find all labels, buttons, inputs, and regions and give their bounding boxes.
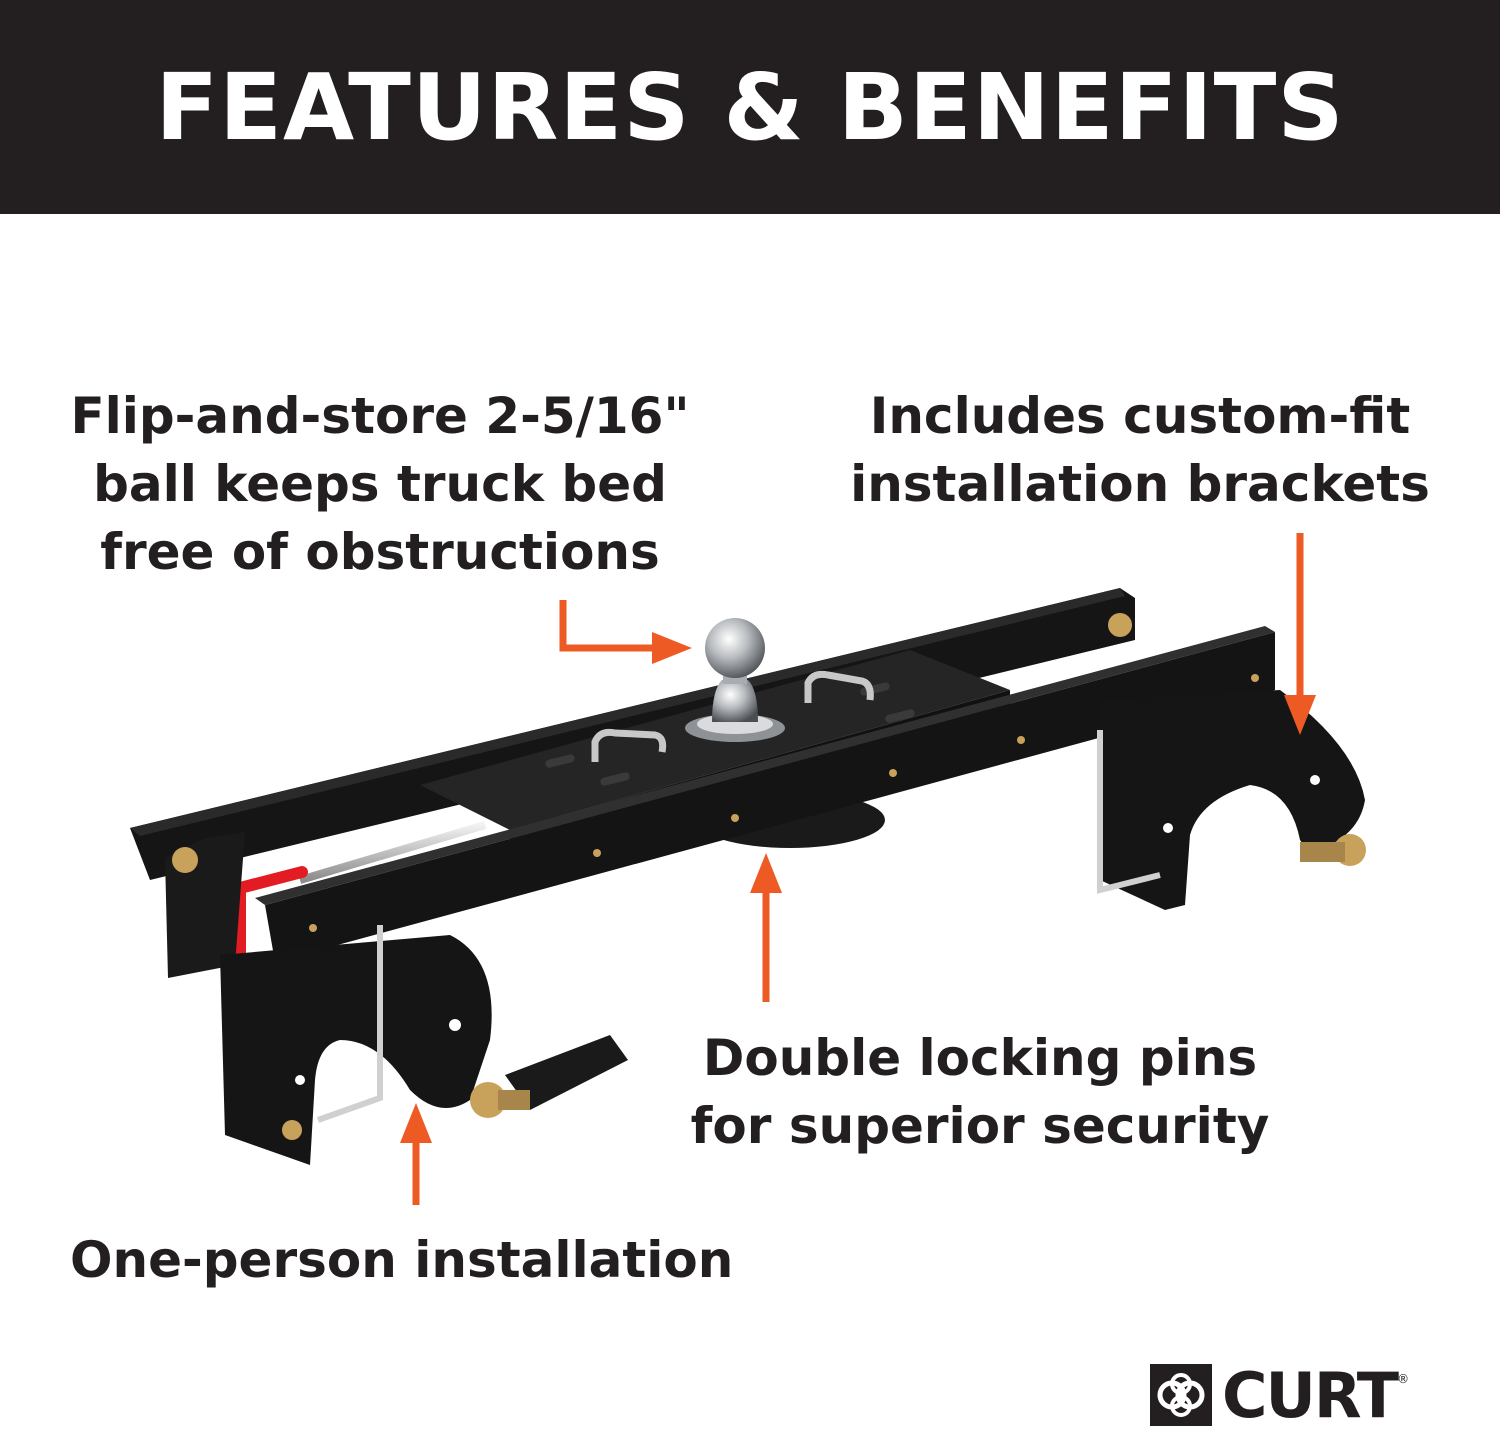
- gooseneck-ball: [685, 618, 785, 742]
- registered-mark: ®: [1397, 1372, 1410, 1386]
- chain-loop-left: [591, 728, 667, 762]
- callout-line: for superior security: [690, 1097, 1270, 1155]
- callout-line: One-person installation: [70, 1231, 734, 1289]
- callout-line: free of obstructions: [100, 523, 660, 581]
- end-bolt-right: [1108, 613, 1132, 637]
- right-bracket: [1097, 690, 1366, 910]
- callout-locking-pins: Double locking pins for superior securit…: [670, 1024, 1290, 1160]
- rail-rivets: [309, 674, 1259, 932]
- front-rail: [255, 626, 1275, 962]
- left-u-bolt: [316, 925, 383, 1123]
- right-u-bolt: [1097, 730, 1161, 894]
- callout-one-person-install: One-person installation: [70, 1226, 770, 1294]
- curt-mark-icon: [1150, 1364, 1212, 1426]
- brand-logo: CURT ®: [1150, 1358, 1410, 1432]
- callout-line: installation brackets: [850, 455, 1430, 513]
- callout-line: Double locking pins: [702, 1029, 1258, 1087]
- end-bolt-left: [172, 847, 198, 873]
- left-bolt: [470, 1082, 506, 1118]
- brand-name: CURT: [1222, 1358, 1399, 1432]
- chain-loop-right: [804, 670, 874, 703]
- callout-line: Flip-and-store 2-5/16": [70, 387, 690, 445]
- callout-arrows: [400, 533, 1316, 1205]
- left-tab: [505, 1035, 628, 1110]
- storage-rod: [298, 821, 487, 884]
- callout-custom-brackets: Includes custom-fit installation bracket…: [840, 382, 1440, 518]
- callout-line: ball keeps truck bed: [93, 455, 667, 513]
- page-title: FEATURES & BENEFITS: [155, 53, 1345, 161]
- callout-flip-store-ball: Flip-and-store 2-5/16" ball keeps truck …: [60, 382, 700, 586]
- header-banner: FEATURES & BENEFITS: [0, 0, 1500, 214]
- arrow-ball: [559, 600, 662, 652]
- callout-line: Includes custom-fit: [869, 387, 1411, 445]
- left-bracket: [220, 925, 628, 1165]
